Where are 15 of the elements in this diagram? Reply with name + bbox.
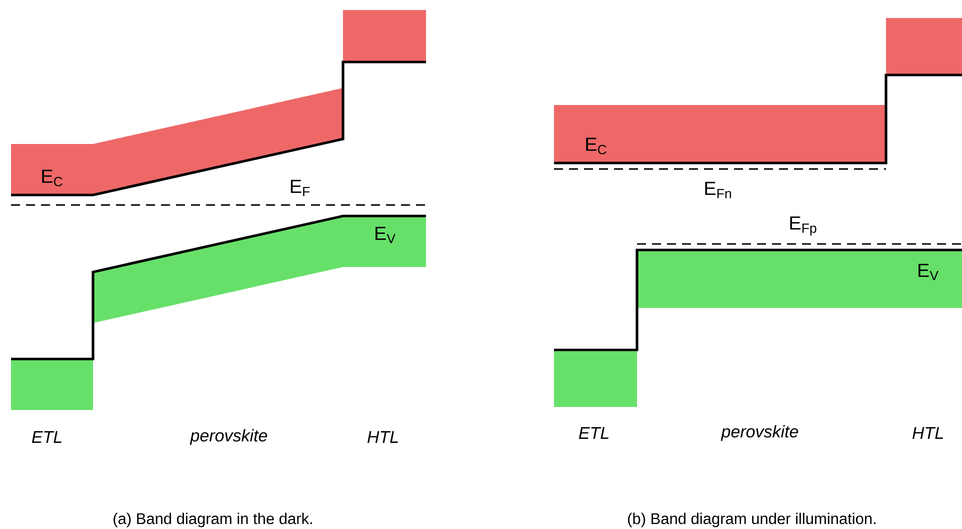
layer-label: ETL: [578, 427, 608, 439]
band-label: E$_{Fp}$: [790, 216, 816, 236]
layer-label: HTL: [912, 427, 943, 439]
band-label: E$_{C}$: [586, 138, 606, 154]
caption: (a) Band diagram in the dark.: [114, 512, 312, 528]
layer-label: HTL: [367, 431, 398, 443]
caption: (b) Band diagram under illumination.: [628, 512, 876, 528]
band-label: E$_{V}$: [376, 226, 396, 244]
band-label: E$_{C}$: [42, 170, 62, 186]
band-label: E$_{Fn}$: [705, 182, 731, 198]
layer-label: perovskite: [190, 429, 268, 445]
layer-label: perovskite: [720, 425, 798, 441]
band-label: E$_{V}$: [918, 264, 938, 280]
layer-label: ETL: [32, 431, 62, 443]
band-label: E$_{F}$: [290, 180, 310, 196]
